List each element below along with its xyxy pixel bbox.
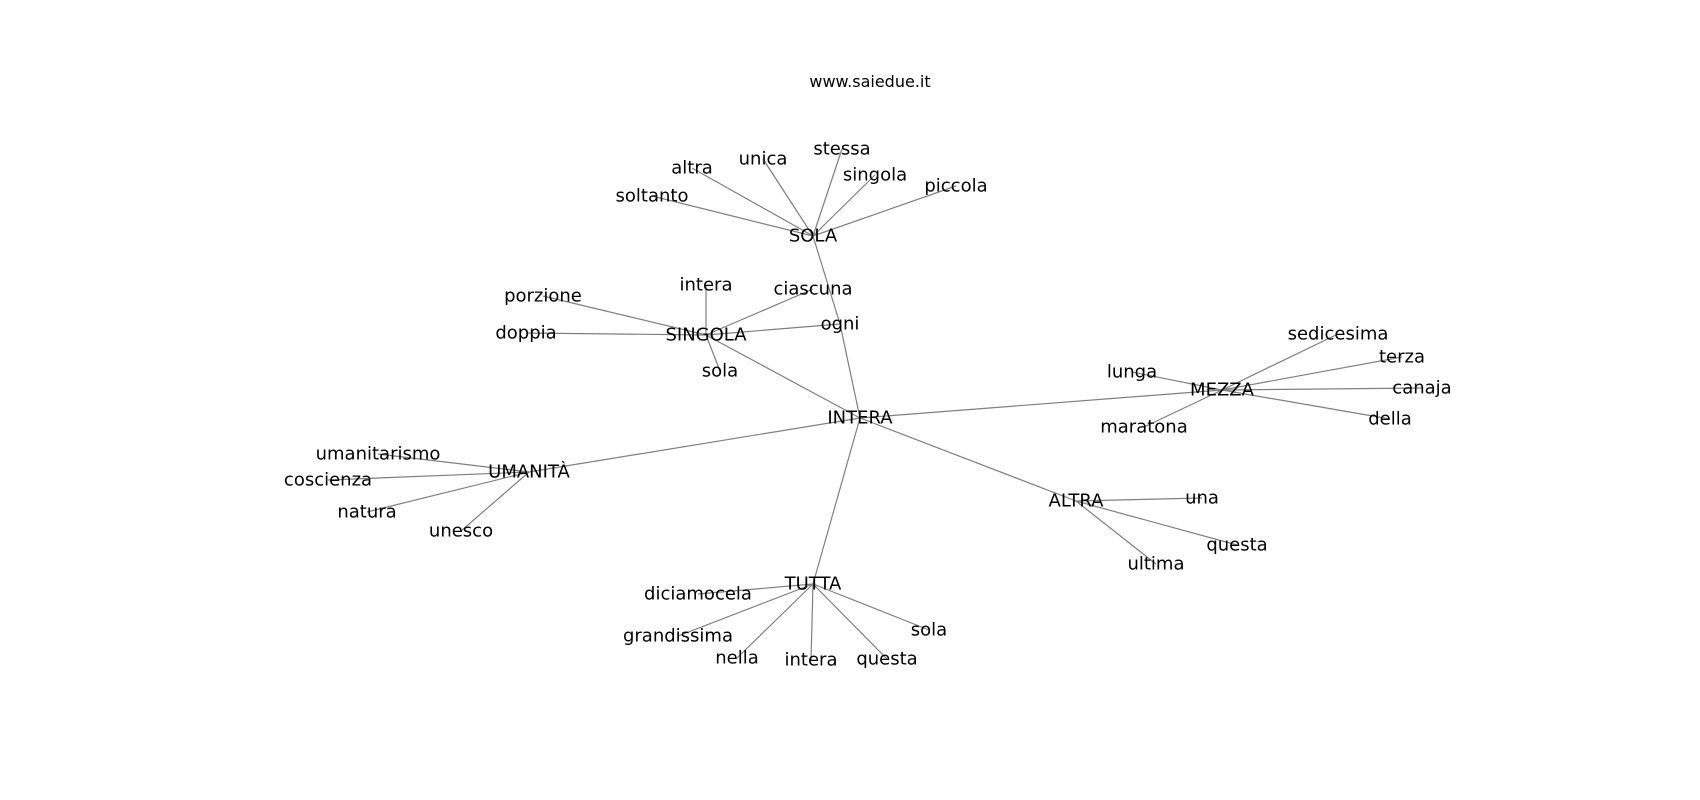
- edge-mezza_c-mezza_lunga: [1131, 371, 1223, 391]
- node-sola-altra: altra: [671, 158, 713, 179]
- node-mezza-c: MEZZA: [1190, 380, 1255, 401]
- node-mezza-della: della: [1368, 409, 1412, 430]
- node-altra-c: ALTRA: [1049, 491, 1105, 512]
- node-tutta-nella: nella: [715, 648, 759, 669]
- node-uman-natura: natura: [337, 502, 396, 523]
- node-altra-una: una: [1185, 488, 1219, 509]
- node-sing-sola: sola: [702, 361, 738, 382]
- edge-mezza_c-mezza_sedicesima: [1221, 333, 1339, 391]
- node-ogni: ogni: [821, 314, 860, 335]
- edge-tutta_c-tutta_diciamocela: [697, 583, 814, 595]
- edge-intera_c-tutta_c: [812, 417, 861, 585]
- node-mezza-maratona: maratona: [1100, 417, 1188, 438]
- node-altra-ultima: ultima: [1127, 554, 1184, 575]
- edge-intera_c-singola_c: [705, 334, 861, 419]
- node-tutta-questa: questa: [856, 649, 917, 670]
- node-tutta-sola: sola: [911, 620, 947, 641]
- graph-nodes: INTERA SOLA SINGOLA MEZZA UMANITÀ ALTRA TUTTA o…: [284, 139, 1452, 671]
- edge-mezza_c-mezza_della: [1221, 389, 1391, 420]
- edge-sola_c-sola_altra: [691, 167, 814, 237]
- node-mezza-canaja: canaja: [1392, 378, 1451, 399]
- node-sing-intera: intera: [680, 275, 733, 296]
- node-sing-doppia: doppia: [495, 323, 556, 344]
- edge-singola_c-sing_sola: [705, 334, 721, 372]
- edge-ogni-sola_c: [812, 235, 841, 325]
- node-uman-unesco: unesco: [429, 521, 493, 542]
- edge-mezza_c-mezza_terza: [1221, 356, 1403, 391]
- node-tutta-grandissima: grandissima: [623, 626, 733, 647]
- edge-singola_c-sing_porzione: [542, 295, 707, 336]
- edge-intera_c-altra_c: [859, 417, 1077, 502]
- edge-sola_c-sola_stessa: [812, 148, 843, 237]
- edge-mezza_c-mezza_maratona: [1143, 389, 1223, 428]
- node-mezza-terza: terza: [1379, 347, 1425, 368]
- edge-altra_c-altra_questa: [1075, 500, 1238, 546]
- edge-tutta_c-tutta_questa: [812, 583, 888, 660]
- edge-tutta_c-tutta_intera: [810, 583, 814, 661]
- edge-mezza_c-mezza_canaja: [1221, 387, 1423, 391]
- node-altra-questa: questa: [1206, 535, 1267, 556]
- site-title: www.saiedue.it: [809, 72, 931, 91]
- node-sing-porzione: porzione: [504, 286, 582, 307]
- edge-intera_c-ogni: [839, 323, 861, 419]
- edge-singola_c-sing_doppia: [525, 332, 707, 336]
- node-sola-piccola: piccola: [924, 176, 987, 197]
- edge-singola_c-sing_ciascuna: [705, 288, 814, 336]
- node-sola-soltanto: soltanto: [616, 186, 689, 207]
- edge-intera_c-umanita_c: [528, 417, 861, 473]
- node-sola-unica: unica: [739, 149, 788, 170]
- node-sola-stessa: stessa: [813, 139, 870, 160]
- node-mezza-sedicesima: sedicesima: [1288, 324, 1389, 345]
- node-uman-umanitarismo: umanitarismo: [316, 444, 441, 465]
- edge-tutta_c-tutta_nella: [736, 583, 814, 659]
- edge-sola_c-sola_soltanto: [651, 195, 814, 237]
- node-umanita-c: UMANITÀ: [488, 461, 570, 483]
- edge-tutta_c-tutta_grandissima: [677, 583, 814, 637]
- edge-sola_c-sola_singola: [812, 174, 876, 237]
- node-tutta-c: TUTTA: [784, 574, 842, 595]
- node-sola-singola: singola: [843, 165, 907, 186]
- edge-umanita_c-uman_unesco: [460, 471, 530, 532]
- edge-umanita_c-uman_natura: [366, 471, 530, 513]
- node-sing-ciascuna: ciascuna: [773, 279, 852, 300]
- edge-umanita_c-uman_umanitarismo: [377, 453, 530, 473]
- edge-umanita_c-uman_coscienza: [327, 471, 530, 481]
- node-singola-c: SINGOLA: [665, 325, 747, 346]
- edge-sola_c-sola_unica: [762, 158, 814, 237]
- graph-edges: [327, 148, 1423, 661]
- node-uman-coscienza: coscienza: [284, 470, 372, 491]
- edge-intera_c-mezza_c: [859, 389, 1223, 419]
- node-tutta-diciamocela: diciamocela: [644, 584, 752, 605]
- edge-singola_c-ogni: [705, 323, 841, 336]
- node-sola-c: SOLA: [789, 226, 838, 247]
- edge-tutta_c-tutta_sola: [812, 583, 930, 631]
- node-intera-c: INTERA: [827, 408, 893, 429]
- node-tutta-intera: intera: [785, 650, 838, 671]
- node-mezza-lunga: lunga: [1107, 362, 1157, 383]
- edge-sola_c-sola_piccola: [812, 185, 957, 237]
- edge-altra_c-altra_una: [1075, 497, 1203, 502]
- edge-altra_c-altra_ultima: [1075, 500, 1157, 565]
